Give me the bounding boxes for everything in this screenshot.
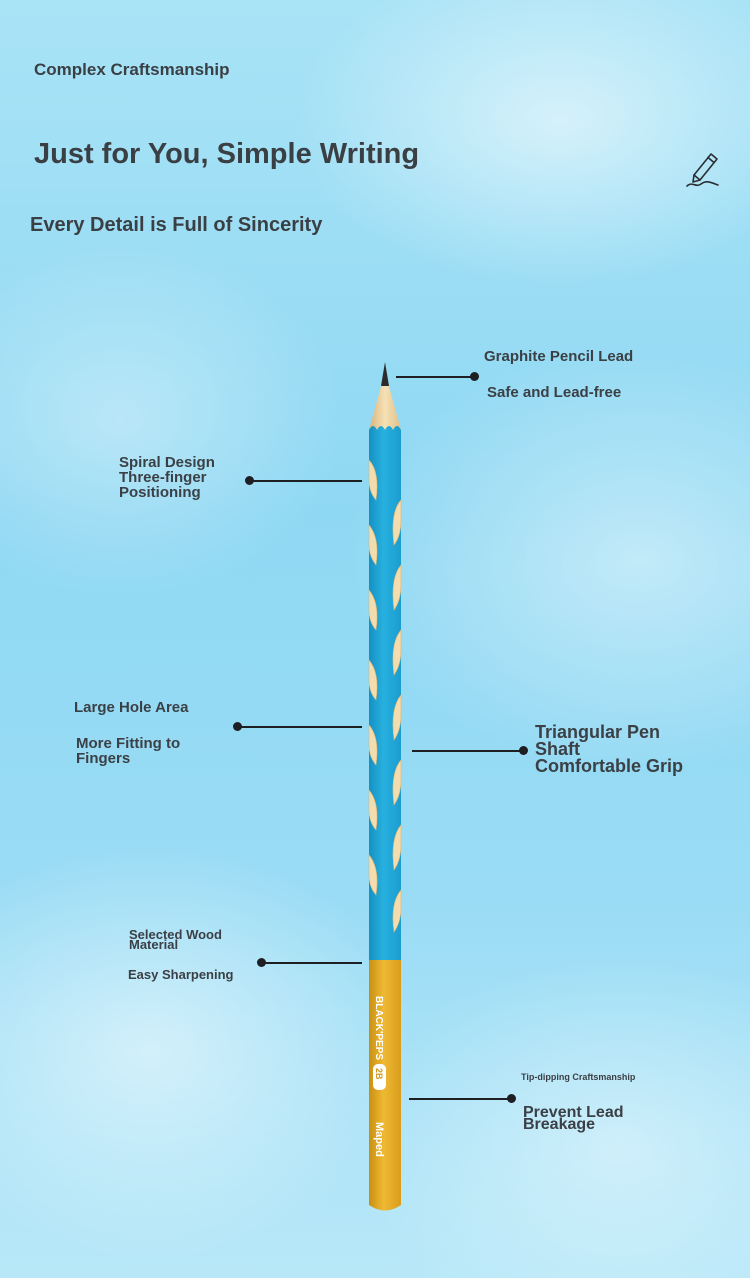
pencil-writing-icon <box>686 153 719 187</box>
page-title: Just for You, Simple Writing <box>34 138 420 170</box>
pencil-graphite-tip <box>381 362 389 386</box>
section-kicker: Complex Craftsmanship <box>34 60 230 79</box>
triangular-connector-dot <box>519 746 528 755</box>
lead-subtitle: Safe and Lead-free <box>487 384 622 401</box>
pencil-grip-holes <box>368 459 402 933</box>
pencil-brand-text: BLACK'PEPS <box>373 996 384 1060</box>
wood-connector-dot <box>257 958 266 967</box>
spiral-connector-dot <box>245 476 254 485</box>
hole-title: Large Hole Area <box>74 699 189 716</box>
pencil-illustration: BLACK'PEPS 2B Maped <box>368 362 402 1211</box>
spiral-connector-line <box>250 480 362 482</box>
pencil-blue-shaft <box>369 426 401 960</box>
hole-subtitle: More Fitting to Fingers <box>76 735 181 767</box>
wood-connector-line <box>262 962 362 964</box>
spiral-title: Spiral Design Three-finger Positioning <box>119 454 215 501</box>
hole-connector-line <box>238 726 362 728</box>
pencil-grade-text: 2B <box>374 1068 384 1080</box>
tip-title: Tip-dipping Craftsmanship <box>521 1072 636 1082</box>
tip-connector-dot <box>507 1094 516 1103</box>
pencil-wood-tip <box>369 372 401 430</box>
tip-subtitle: Prevent Lead Breakage <box>523 1104 624 1133</box>
wood-title: Selected Wood Material <box>129 927 222 952</box>
lead-connector-line <box>396 376 474 378</box>
triangular-connector-line <box>412 750 524 752</box>
triangular-title: Triangular Pen Shaft Comfortable Grip <box>535 722 684 776</box>
wood-subtitle: Easy Sharpening <box>128 967 234 982</box>
lead-title: Graphite Pencil Lead <box>484 348 634 365</box>
pencil-grade-badge <box>373 1064 386 1090</box>
page-subtitle: Every Detail is Full of Sincerity <box>30 214 323 236</box>
pencil-maker-text: Maped <box>373 1122 385 1157</box>
tip-connector-line <box>409 1098 511 1100</box>
lead-connector-dot <box>470 372 479 381</box>
hole-connector-dot <box>233 722 242 731</box>
